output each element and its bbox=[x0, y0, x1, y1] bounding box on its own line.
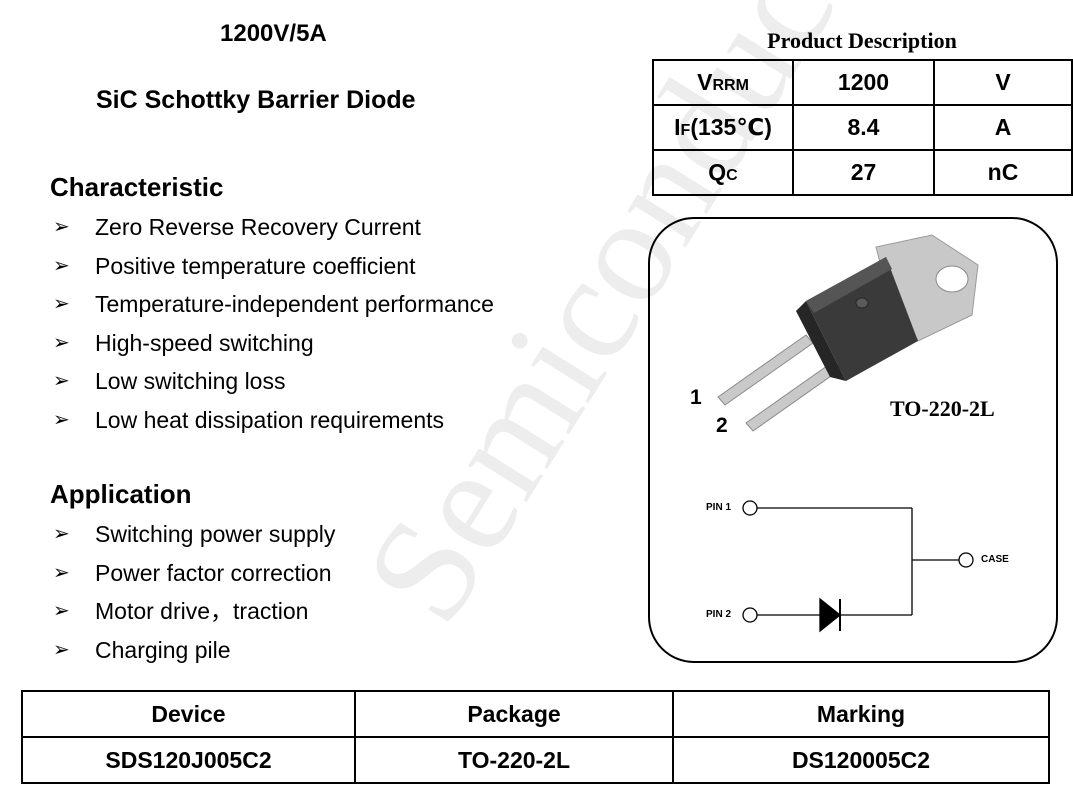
bullet-arrow-icon: ➢ bbox=[53, 331, 70, 354]
table-row: IF(135℃) 8.4 A bbox=[652, 104, 1073, 151]
application-heading: Application bbox=[50, 479, 192, 509]
pin1-terminal-icon bbox=[742, 500, 758, 516]
bullet-arrow-icon: ➢ bbox=[53, 293, 70, 316]
list-item: ➢High-speed switching bbox=[53, 329, 314, 356]
cell-device: SDS120J005C2 bbox=[21, 736, 356, 784]
list-item: ➢Low switching loss bbox=[53, 368, 286, 395]
table-row: VRRM 1200 V bbox=[652, 59, 1073, 106]
bullet-arrow-icon: ➢ bbox=[53, 638, 70, 661]
pin1-label: PIN 1 bbox=[706, 502, 732, 513]
param-cell: QC bbox=[652, 149, 794, 196]
characteristic-list: ➢Zero Reverse Recovery Current ➢Positive… bbox=[50, 212, 494, 444]
characteristic-heading: Characteristic bbox=[50, 172, 224, 202]
header-device: Device bbox=[21, 690, 356, 738]
bullet-arrow-icon: ➢ bbox=[53, 216, 70, 238]
package-frame bbox=[648, 217, 1058, 663]
application-list: ➢Switching power supply ➢Power factor co… bbox=[50, 519, 335, 673]
pin2-label: PIN 2 bbox=[706, 609, 732, 620]
list-item: ➢Zero Reverse Recovery Current bbox=[53, 214, 421, 240]
cell-package: TO-220-2L bbox=[354, 736, 674, 784]
bullet-arrow-icon: ➢ bbox=[53, 600, 70, 623]
product-description-caption: Product Description bbox=[767, 28, 957, 53]
table-header-row: Device Package Marking bbox=[21, 690, 1050, 738]
table-row: QC 27 nC bbox=[652, 149, 1073, 196]
case-label: CASE bbox=[981, 554, 1009, 565]
cell-marking: DS120005C2 bbox=[672, 736, 1050, 784]
marking-dot-icon bbox=[855, 297, 869, 309]
schematic-diagram bbox=[742, 500, 974, 633]
device-table: Device Package Marking SDS120J005C2 TO-2… bbox=[21, 690, 1050, 784]
list-item: ➢Positive temperature coefficient bbox=[53, 252, 416, 279]
list-item: ➢Temperature-independent performance bbox=[53, 291, 494, 318]
diode-symbol-icon bbox=[819, 597, 842, 633]
list-item: ➢Low heat dissipation requirements bbox=[53, 406, 445, 433]
package-name-label: TO-220-2L bbox=[890, 396, 995, 421]
product-description-table: VRRM 1200 V IF(135℃) 8.4 A QC 27 nC bbox=[652, 59, 1073, 196]
bullet-arrow-icon: ➢ bbox=[53, 254, 70, 277]
table-row: SDS120J005C2 TO-220-2L DS120005C2 bbox=[21, 736, 1050, 784]
unit-cell: V bbox=[933, 59, 1073, 106]
pin2-number: 2 bbox=[716, 414, 728, 437]
param-cell: VRRM bbox=[652, 59, 794, 106]
bullet-arrow-icon: ➢ bbox=[53, 408, 70, 431]
list-item: ➢Motor drive，traction bbox=[53, 598, 309, 625]
list-item: ➢Switching power supply bbox=[53, 521, 336, 547]
value-cell: 27 bbox=[792, 149, 935, 196]
bullet-arrow-icon: ➢ bbox=[53, 370, 70, 393]
list-item: ➢Power factor correction bbox=[53, 559, 332, 586]
list-item: ➢Charging pile bbox=[53, 636, 231, 663]
unit-cell: nC bbox=[933, 149, 1073, 196]
rating-title: 1200V/5A bbox=[220, 20, 327, 47]
mounting-hole-icon bbox=[935, 265, 969, 293]
header-marking: Marking bbox=[672, 690, 1050, 738]
header-package: Package bbox=[354, 690, 674, 738]
value-cell: 1200 bbox=[792, 59, 935, 106]
value-cell: 8.4 bbox=[792, 104, 935, 151]
param-cell: IF(135℃) bbox=[652, 104, 794, 151]
pin2-terminal-icon bbox=[742, 607, 758, 623]
package-illustration bbox=[717, 234, 979, 633]
unit-cell: A bbox=[933, 104, 1073, 151]
bullet-arrow-icon: ➢ bbox=[53, 523, 70, 545]
device-type-title: SiC Schottky Barrier Diode bbox=[96, 86, 416, 114]
pin1-number: 1 bbox=[690, 386, 702, 409]
bullet-arrow-icon: ➢ bbox=[53, 561, 70, 584]
case-terminal-icon bbox=[958, 552, 974, 568]
